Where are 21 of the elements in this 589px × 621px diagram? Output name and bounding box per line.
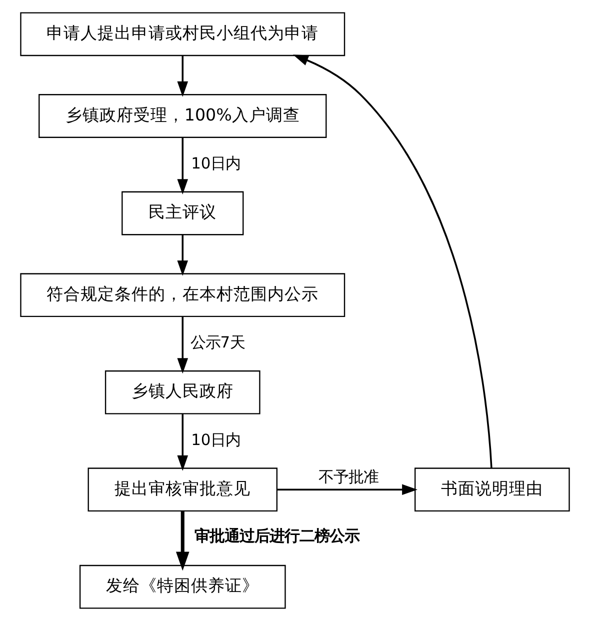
node-box: 书面说明理由 — [414, 468, 570, 512]
arrow — [176, 234, 188, 276]
node-box: 发给《特困供养证》 — [78, 564, 286, 609]
node-box: 民主评议 — [121, 191, 244, 236]
arrow — [292, 54, 492, 468]
node-box: 符合规定条件的，在本村范围内公示 — [20, 273, 345, 318]
edge-label: 不予批准 — [318, 468, 378, 486]
node-box: 申请人提出申请或村民小组代为申请 — [20, 12, 345, 56]
arrow — [175, 511, 189, 571]
arrow — [276, 484, 417, 495]
edge-label: 审批通过后进行二榜公示 — [194, 527, 359, 546]
node-box: 乡镇政府受理，100%入户调查 — [38, 94, 326, 138]
edge-label: 公示7天 — [190, 334, 245, 352]
edge-label: 10日内 — [190, 154, 240, 173]
arrow — [176, 414, 188, 471]
arrow — [176, 56, 188, 97]
node-box: 提出审核审批意见 — [87, 468, 277, 512]
edge-label: 10日内 — [190, 430, 240, 449]
arrow — [176, 138, 188, 195]
node-box: 乡镇人民政府 — [104, 370, 260, 414]
arrow — [176, 316, 188, 374]
